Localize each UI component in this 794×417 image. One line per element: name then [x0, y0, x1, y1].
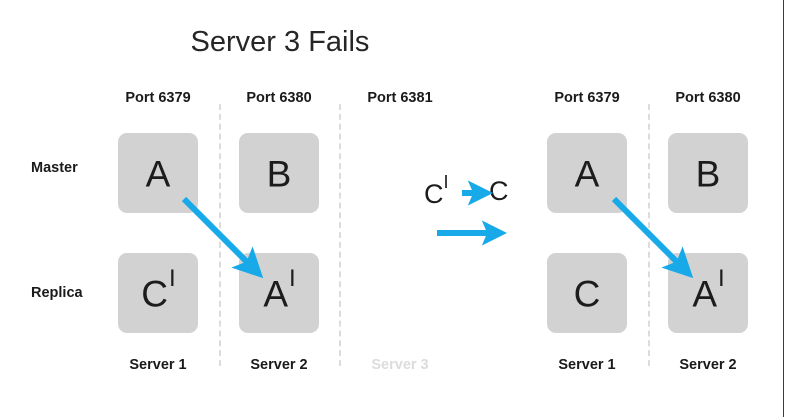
row-label-replica: Replica — [31, 285, 83, 301]
node-letter: A — [263, 273, 288, 315]
node-prime: I — [718, 264, 725, 292]
column-divider-1 — [219, 104, 221, 366]
server-label-right-2: Server 2 — [679, 357, 737, 373]
node-right-1-replica[interactable]: C — [547, 253, 627, 333]
port-label-left-2: Port 6380 — [246, 90, 312, 106]
node-letter: A — [574, 153, 600, 195]
port-label-right-1: Port 6379 — [554, 90, 620, 106]
port-label-right-2: Port 6380 — [675, 90, 741, 106]
port-label-left-1: Port 6379 — [125, 90, 191, 106]
server-label-right-1: Server 1 — [558, 357, 616, 373]
legend-prime: I — [443, 172, 449, 192]
server-label-left-1: Server 1 — [129, 357, 187, 373]
node-right-2-master[interactable]: B — [668, 133, 748, 213]
server-label-left-2: Server 2 — [250, 357, 308, 373]
node-left-2-master[interactable]: B — [239, 133, 319, 213]
legend-letter-from: C — [424, 179, 444, 209]
node-left-1-master[interactable]: A — [118, 133, 198, 213]
node-letter: B — [266, 153, 292, 195]
legend-promotion-from: CI — [424, 173, 449, 209]
node-right-1-master[interactable]: A — [547, 133, 627, 213]
column-divider-3 — [648, 104, 650, 366]
node-letter: C — [141, 273, 169, 315]
node-letter: A — [692, 273, 717, 315]
slide-right-border — [783, 0, 784, 417]
node-prime: I — [289, 264, 296, 292]
node-letter: A — [145, 153, 171, 195]
legend-letter-to: C — [489, 176, 509, 206]
node-left-1-replica[interactable]: CI — [118, 253, 198, 333]
column-divider-2 — [339, 104, 341, 366]
node-left-2-replica[interactable]: AI — [239, 253, 319, 333]
node-letter: B — [695, 153, 721, 195]
node-prime: I — [169, 264, 176, 292]
row-label-master: Master — [31, 160, 78, 176]
node-right-2-replica[interactable]: AI — [668, 253, 748, 333]
page-title: Server 3 Fails — [190, 26, 370, 58]
port-label-left-3: Port 6381 — [367, 90, 433, 106]
legend-promotion-to: C — [489, 178, 509, 205]
node-letter: C — [573, 273, 601, 315]
server-label-left-3: Server 3 — [371, 357, 429, 373]
